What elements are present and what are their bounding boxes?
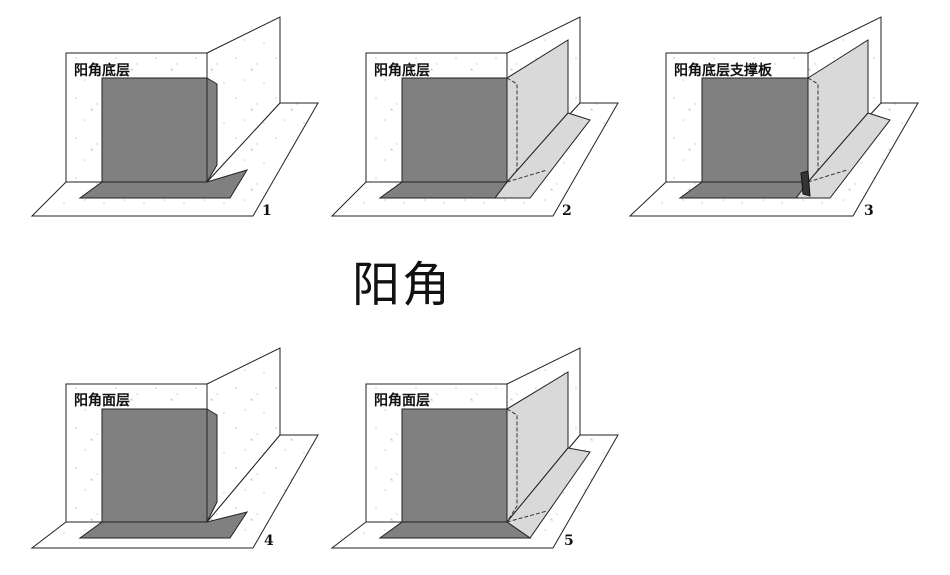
panel-2: 阳角底层 2: [330, 10, 630, 235]
panel-4: 阳角面层 4: [30, 340, 330, 565]
panel-number: 4: [264, 533, 274, 549]
main-title: 阳角: [352, 257, 453, 313]
panel-5: 阳角面层 5: [330, 340, 630, 565]
panel-3: 阳角底层支撑板 3: [628, 10, 928, 235]
panel-number: 1: [262, 203, 272, 219]
panel-number: 5: [564, 533, 574, 549]
corner-diagram-1: [30, 16, 319, 217]
corner-diagram-3: [628, 16, 919, 217]
corner-diagram-4: [30, 347, 319, 549]
panel-1: 阳角底层 1: [30, 10, 330, 235]
corner-diagram-5: [330, 347, 619, 549]
support-board: [800, 170, 811, 197]
panel-label: 阳角底层: [74, 63, 130, 79]
panel-number: 2: [562, 203, 572, 219]
panel-label: 阳角底层: [374, 63, 430, 79]
panel-label: 阳角面层: [74, 393, 130, 409]
panel-label: 阳角底层支撑板: [674, 63, 772, 79]
corner-diagram-2: [330, 16, 619, 217]
panel-number: 3: [864, 203, 874, 219]
panel-label: 阳角面层: [374, 393, 430, 409]
